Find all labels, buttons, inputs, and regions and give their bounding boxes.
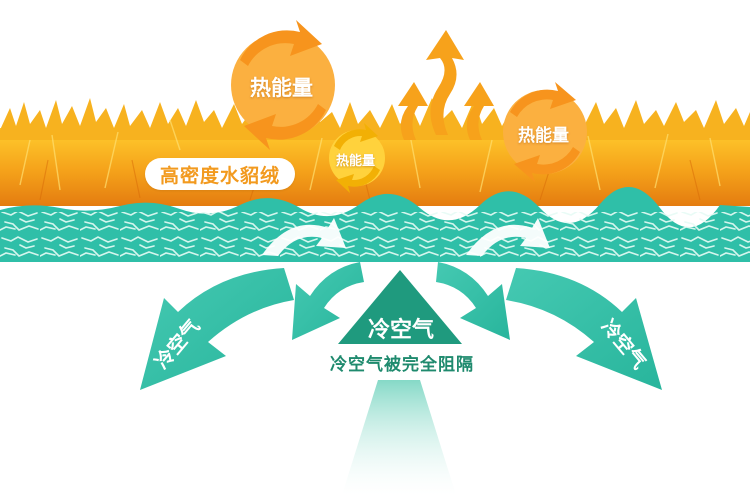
- rising-heat-arrows: [398, 30, 494, 140]
- heat-label-right: 热能量: [518, 126, 569, 146]
- blocked-caption: 冷空气被完全阻隔: [330, 355, 474, 375]
- cold-air-beam: [342, 380, 456, 495]
- material-label: 高密度水貂绒: [145, 158, 295, 190]
- base-layer: [0, 186, 750, 262]
- center-cold-air-label: 冷空气: [368, 318, 435, 343]
- heat-circle-small: [329, 123, 385, 193]
- heat-return-arrows: [262, 218, 550, 256]
- cold-air-arrow-center-left: [292, 262, 364, 340]
- heat-circle-right: [503, 82, 587, 182]
- cold-air-arrows: [140, 262, 662, 390]
- cold-air-arrow-right: [506, 268, 662, 390]
- cold-air-arrow-center-right: [436, 262, 510, 340]
- cold-air-arrow-left: [140, 268, 294, 390]
- heat-circle-large: [231, 20, 335, 150]
- cold-air-triangle: [338, 270, 462, 344]
- heat-label-large: 热能量: [250, 76, 313, 100]
- heat-label-small: 热能量: [336, 154, 376, 169]
